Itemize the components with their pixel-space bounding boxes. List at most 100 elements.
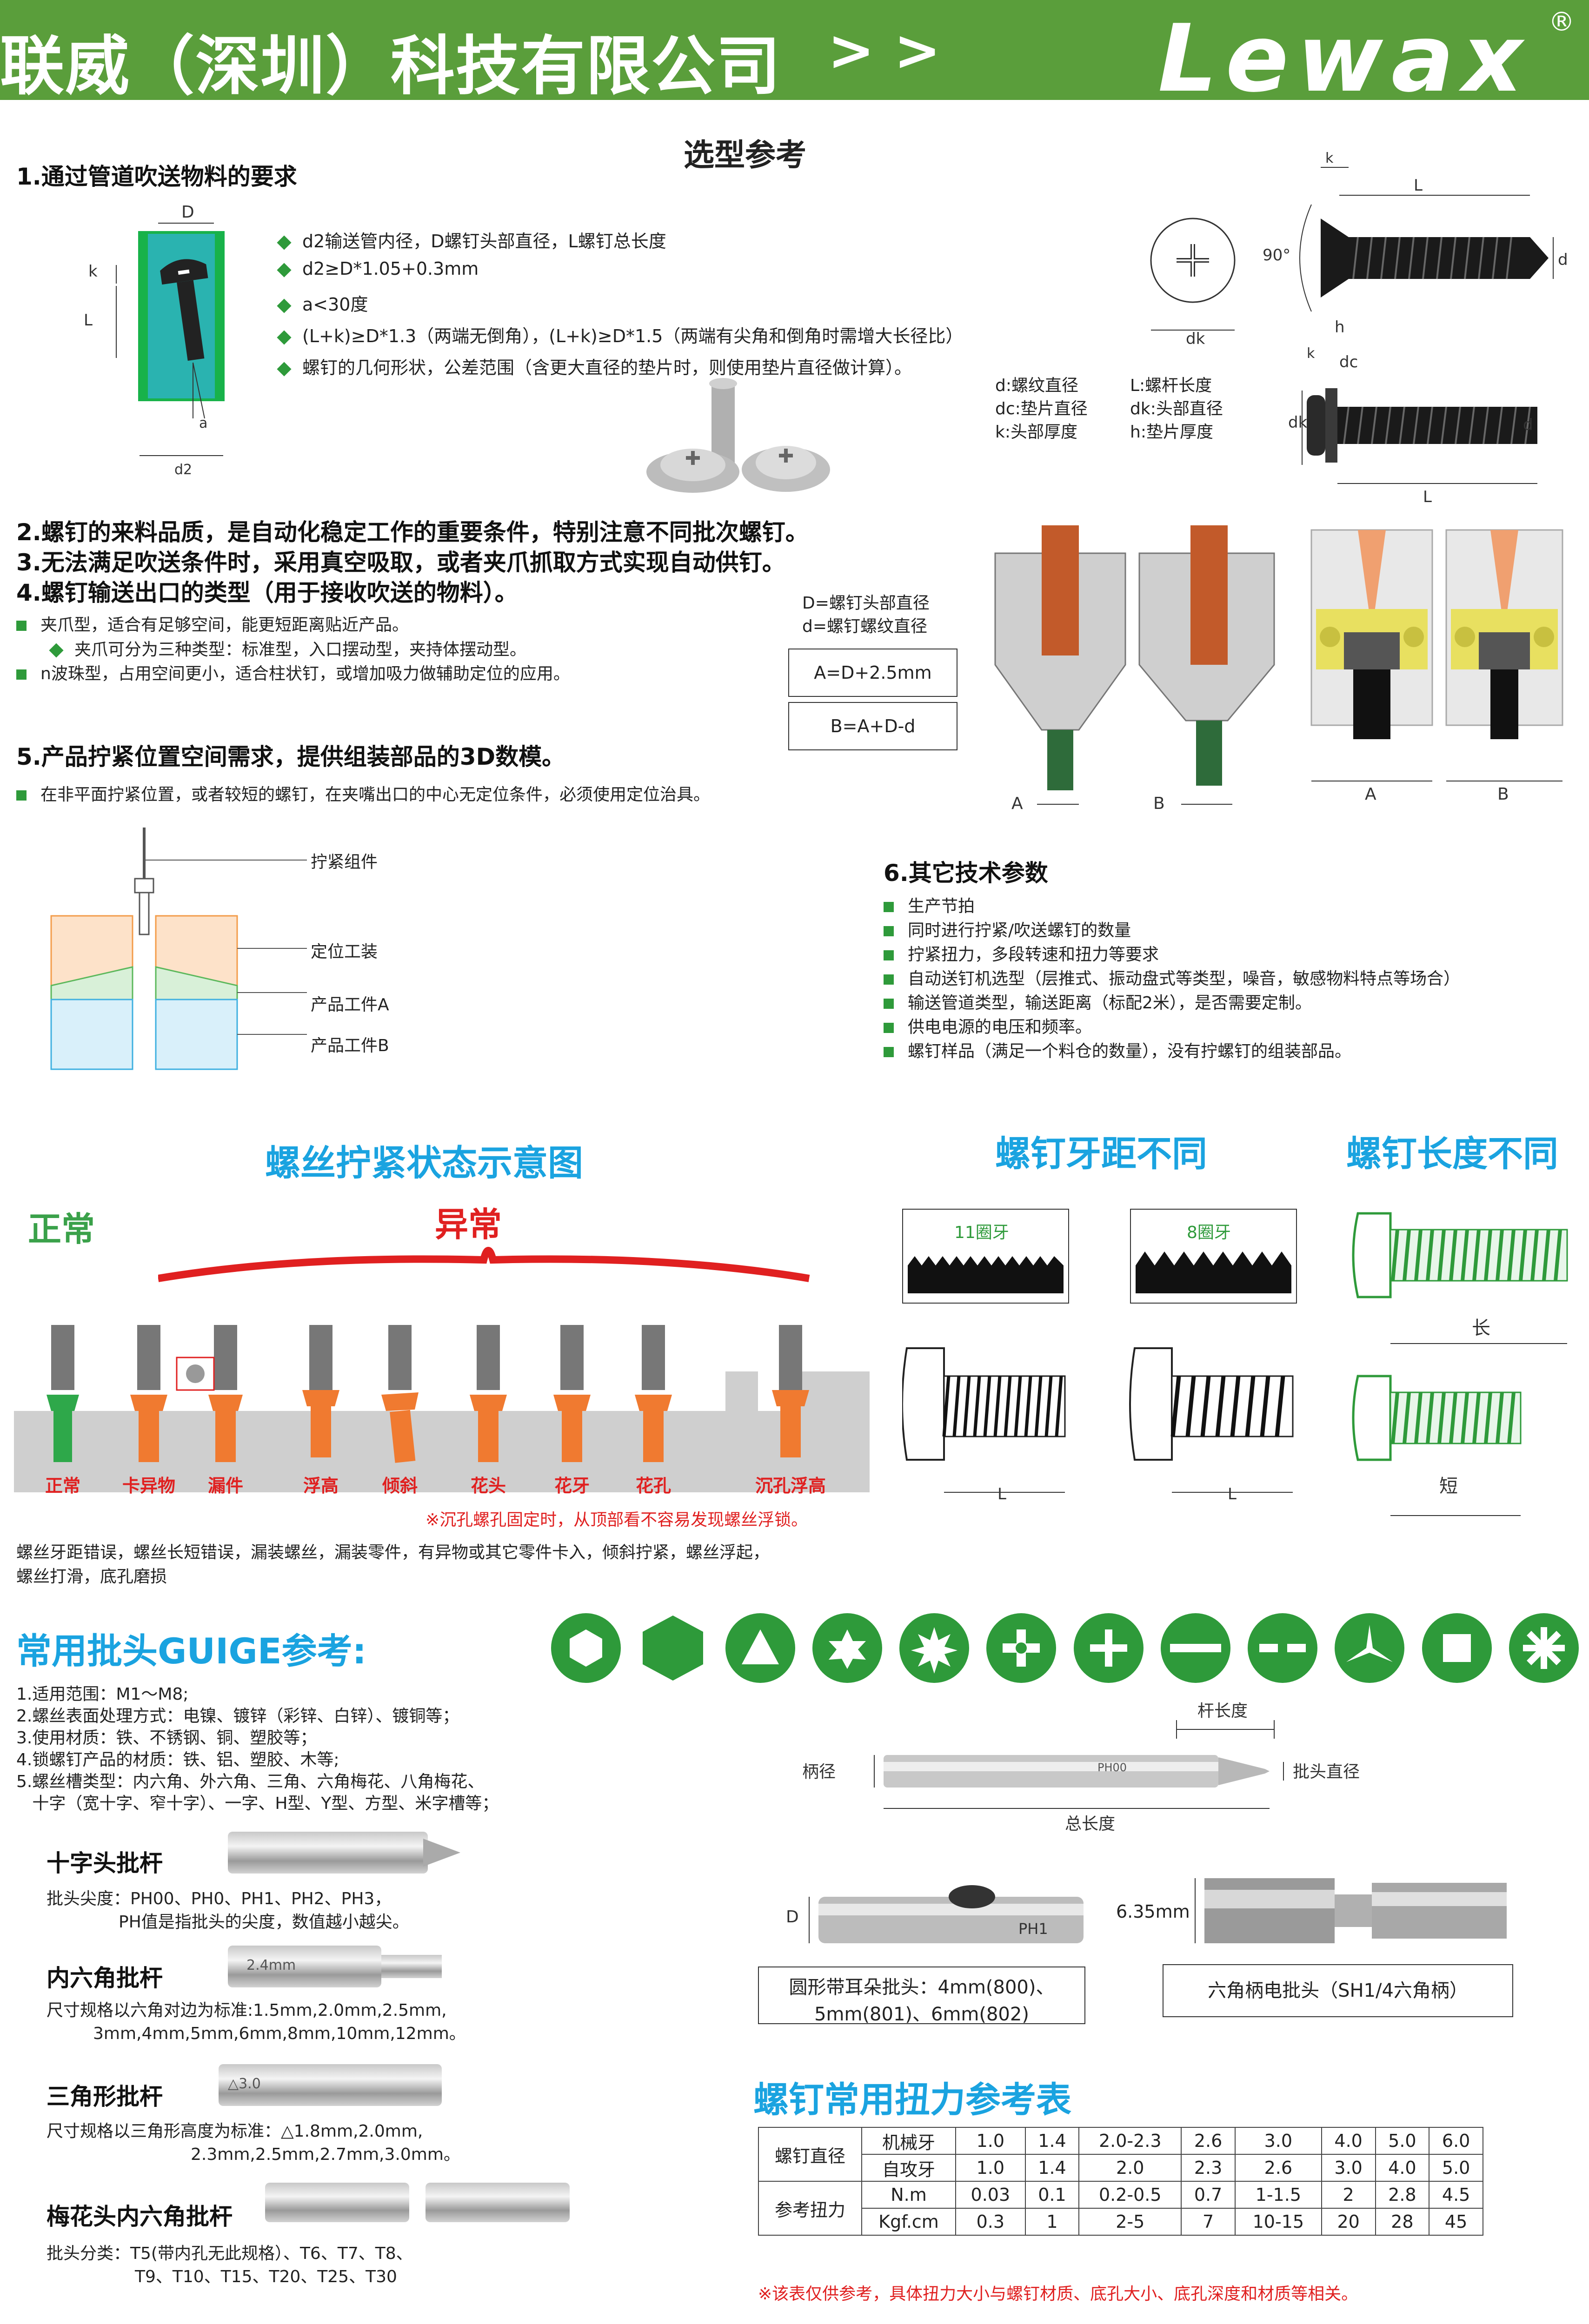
state-label-row: 正常 卡异物 漏件 浮高 倾斜 花头 花牙 花孔 沉孔浮高 [14, 1471, 874, 1496]
section6-title: 6.其它技术参数 [884, 860, 1048, 887]
abnormal-brace [158, 1247, 810, 1282]
dim-handle-dia: 柄径 [802, 1762, 836, 1781]
torx-bit-image-2 [426, 2183, 570, 2222]
dim-d2: d2 [174, 462, 192, 478]
nozzle-label-a1: A [1011, 794, 1023, 813]
state-stripped-thread [553, 1325, 591, 1462]
length-long-label: 长 [1472, 1318, 1490, 1339]
hex-shank-caption: 六角柄电批头（SH1/4六角柄） [1163, 1964, 1513, 2017]
ball-nozzle-b: B [1445, 529, 1563, 804]
slot-icon [1160, 1613, 1230, 1683]
nozzle-label-b2: B [1497, 785, 1509, 804]
bullet-item: (L+k)≥D*1.3（两端无倒角），(L+k)≥D*1.5（两端有尖角和倒角时… [277, 322, 963, 353]
section5-bullet: 在非平面拧紧位置，或者较短的螺钉，在夹嘴出口的中心无定位条件，必须使用定位治具。 [16, 781, 710, 805]
hex-bit-desc1: 尺寸规格以六角对边为标准:1.5mm,2.0mm,2.5mm, [47, 2001, 447, 2020]
ball-bullet: n波珠型，占用空间更小，适合柱状钉，或增加吸力做辅助定位的应用。 [16, 660, 570, 684]
bullet-item: 螺钉的几何形状，公差范围（含更大直径的垫片时，则使用垫片直径做计算）。 [277, 353, 963, 385]
states-desc-line1: 螺丝牙距错误，螺丝长短错误，漏装螺丝，漏装零件，有异物或其它零件卡入，倾斜拧紧，… [16, 1543, 770, 1562]
state-label-head: 花头 [470, 1476, 506, 1496]
screw-photo [646, 378, 830, 493]
pitch-label-11: 11圈牙 [954, 1223, 1009, 1242]
states-title: 螺丝拧紧状态示意图 [265, 1142, 583, 1184]
list-item: 同时进行拧紧/吹送螺钉的数量 [884, 917, 1460, 941]
section3-title: 3.无法满足吹送条件时，采用真空吸取，或者夹爪抓取方式实现自动供钉。 [16, 549, 785, 576]
label-k-top: k [1325, 150, 1334, 166]
triangle-bit-desc2: 2.3mm,2.5mm,2.7mm,3.0mm。 [191, 2145, 460, 2164]
label-k-bottom: k [1307, 345, 1315, 362]
section4-title: 4.螺钉输送出口的类型（用于接收吹送的物料）。 [16, 579, 518, 606]
bit-mark-ph00: PH00 [1097, 1761, 1127, 1774]
pitch-title: 螺钉牙距不同 [995, 1133, 1207, 1174]
torx-bit-title: 梅花头内六角批杆 [47, 2203, 233, 2230]
cross-bit-desc1: 批头尖度：PH00、PH0、PH1、PH2、PH3， [47, 1889, 392, 1908]
thread-profile-8 [1136, 1251, 1291, 1293]
section1-bullets: d2输送管内径，D螺钉头部直径，L螺钉总长度 d2≥D*1.05+0.3mm a… [277, 227, 963, 385]
hex-shank-size: 6.35mm [1116, 1901, 1190, 1922]
triangle-bit-image: △3.0 [219, 2064, 442, 2106]
definition-D: D=螺钉头部直径 [802, 594, 930, 613]
abnormal-heading: 异常 [435, 1205, 502, 1244]
gripper-nozzle-b: B [1138, 525, 1275, 813]
fixture-label-tighten: 拧紧组件 [311, 853, 378, 872]
hex-bit-mark: 2.4mm [246, 1957, 296, 1973]
dim-k: k [88, 262, 98, 281]
state-missing [176, 1325, 243, 1462]
bits-spec-list: 1.适用范围：M1～M8; 2.螺丝表面处理方式：电镍、镀锌（彩锌、白锌）、镀铜… [16, 1685, 499, 1813]
nozzle-label-a2: A [1365, 785, 1376, 804]
legend-left: d:螺纹直径 dc:垫片直径 k:头部厚度 [995, 376, 1088, 442]
state-label-hole: 花孔 [635, 1476, 671, 1496]
label-L-bottom: L [1423, 488, 1432, 506]
list-item: 拧紧扭力，多段转速和扭力等要求 [884, 941, 1460, 965]
cross-bit-tip [423, 1839, 460, 1867]
tube-diagram: D k L a d2 [84, 203, 225, 478]
header-bar: 联威（深圳）科技有限公司 > > Lewax ® [0, 0, 1589, 113]
pitch-box-8: 8圈牙 [1130, 1209, 1297, 1304]
fixture-label-positioning: 定位工装 [311, 942, 378, 961]
cross-icon [1073, 1613, 1144, 1683]
state-float [302, 1325, 339, 1457]
fixture-label-workpiece-b: 产品工件B [311, 1036, 389, 1055]
fixture-label-workpiece-a: 产品工件A [311, 995, 389, 1014]
pitch-screws: L L [902, 1347, 1294, 1503]
asterisk-icon [1509, 1613, 1579, 1683]
pitch-L-1: L [997, 1485, 1006, 1503]
hex-shank-bit-image [1195, 1878, 1507, 1943]
state-stripped-hole [635, 1325, 672, 1462]
bit-type-icons [551, 1613, 1579, 1688]
length-title: 螺钉长度不同 [1346, 1133, 1558, 1174]
company-name: 联威（深圳）科技有限公司 [0, 29, 782, 104]
label-L-top: L [1414, 176, 1423, 195]
section1-title: 1.通过管道吹送物料的要求 [16, 163, 297, 190]
state-tilt [381, 1325, 419, 1463]
triangle-bit-mark: △3.0 [228, 2076, 261, 2092]
hex-bit-title: 内六角批杆 [47, 1965, 163, 1992]
label-d-top: d [1558, 251, 1568, 269]
hex-bit-image: 2.4mm [228, 1946, 381, 1987]
triangle-bit-desc1: 尺寸规格以三角形高度为标准：△1.8mm,2.0mm, [47, 2122, 423, 2141]
dim-D: D [181, 203, 194, 222]
states-illustration [14, 1325, 870, 1492]
fixture-diagram [50, 828, 307, 1070]
list-item: 输送管道类型，输送距离（标配2米），是否需要定制。 [884, 989, 1460, 1013]
torque-note: ※该表仅供参考，具体扭力大小与螺钉材质、底孔大小、底孔深度和材质等相关。 [758, 2284, 1358, 2304]
dim-L: L [84, 311, 93, 330]
round-bit-mark: PH1 [1018, 1920, 1048, 1938]
gripper-bullet: 夹爪型，适合有足够空间，能更短距离贴近产品。 [16, 611, 409, 636]
label-angle: 90° [1263, 246, 1290, 265]
cross-bit-image [228, 1832, 428, 1874]
state-label-foreign: 卡异物 [122, 1476, 175, 1496]
torx-bit-desc1: 批头分类：T5(带内孔无此规格）、T6、T7、T8、 [47, 2244, 413, 2263]
screw-dimension-diagram: dk L k 90° d dk h dc k d L [1150, 150, 1568, 506]
dim-shaft-length: 杆长度 [1197, 1702, 1248, 1721]
dim-a: a [199, 415, 207, 431]
section2-title: 2.螺钉的来料品质，是自动化稳定工作的重要条件，特别注意不同批次螺钉。 [16, 519, 809, 546]
bullet-item: d2输送管内径，D螺钉头部直径，L螺钉总长度 [277, 227, 963, 258]
label-d-bottom: d [1523, 416, 1533, 434]
list-item: 自动送钉机选型（层推式、振动盘式等类型，噪音，敏感物料特点等场合） [884, 965, 1460, 989]
triangle-bit-title: 三角形批杆 [47, 2083, 163, 2110]
formula-A: A=D+2.5mm [788, 649, 957, 697]
normal-heading: 正常 [28, 1210, 95, 1249]
ball-nozzle-a: A [1310, 529, 1433, 804]
